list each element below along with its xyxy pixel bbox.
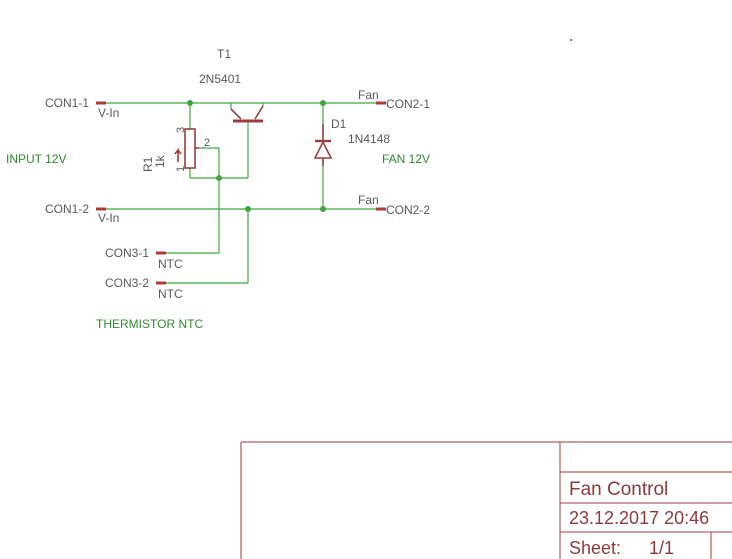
label-r1-name: R1: [141, 156, 155, 172]
junction-gnd-diode: [320, 206, 326, 212]
title-block: [240, 441, 732, 559]
junctions: [187, 100, 326, 212]
label-con3-2: CON3-2: [105, 276, 149, 290]
note-input: INPUT 12V: [6, 152, 66, 166]
t1-emitter: [230, 108, 242, 120]
title-block-sheet-value: 1/1: [649, 538, 674, 558]
label-r1-pin2: 2: [204, 137, 210, 149]
label-ntc-2: NTC: [158, 287, 183, 301]
r1-adjust-arrow: [174, 147, 182, 162]
diode-d1: [313, 124, 333, 166]
transistor-t1: [230, 103, 264, 123]
junction-fan: [320, 100, 326, 106]
title-block-title: Fan Control: [569, 479, 668, 500]
label-con2-2: CON2-2: [386, 203, 430, 217]
label-vin-2: V-In: [98, 211, 119, 225]
t1-collector: [254, 105, 264, 120]
note-fan: FAN 12V: [382, 152, 430, 166]
label-ntc-1: NTC: [158, 257, 183, 271]
d1-body: [313, 140, 333, 159]
title-block-date: 23.12.2017 20:46: [569, 508, 709, 528]
note-thermistor: THERMISTOR NTC: [96, 317, 203, 331]
title-block-sheet-label: Sheet:: [569, 538, 621, 558]
label-con1-2: CON1-2: [45, 202, 89, 216]
label-r1-pin3: 3: [175, 127, 187, 133]
label-r1-pin1: 1: [175, 166, 187, 172]
label-con1-1: CON1-1: [45, 96, 89, 110]
label-con2-1: CON2-1: [386, 97, 430, 111]
label-t1-name: T1: [217, 47, 231, 61]
label-con3-1: CON3-1: [105, 246, 149, 260]
label-r1-value: 1k: [153, 154, 167, 168]
junction-gnd-ntc: [245, 206, 251, 212]
label-fan-1: Fan: [358, 88, 379, 102]
label-d1-value: 1N4148: [348, 132, 390, 146]
connector-pins: [96, 101, 386, 285]
label-t1-value: 2N5401: [199, 72, 241, 86]
junction-vin: [187, 100, 193, 106]
label-vin-1: V-In: [98, 106, 119, 120]
r1-body: [184, 128, 196, 169]
label-d1-name: D1: [331, 117, 347, 131]
label-fan-2: Fan: [358, 193, 379, 207]
junction-base: [216, 175, 222, 181]
stray-dot: [570, 39, 572, 41]
potentiometer-r1: [174, 128, 199, 169]
